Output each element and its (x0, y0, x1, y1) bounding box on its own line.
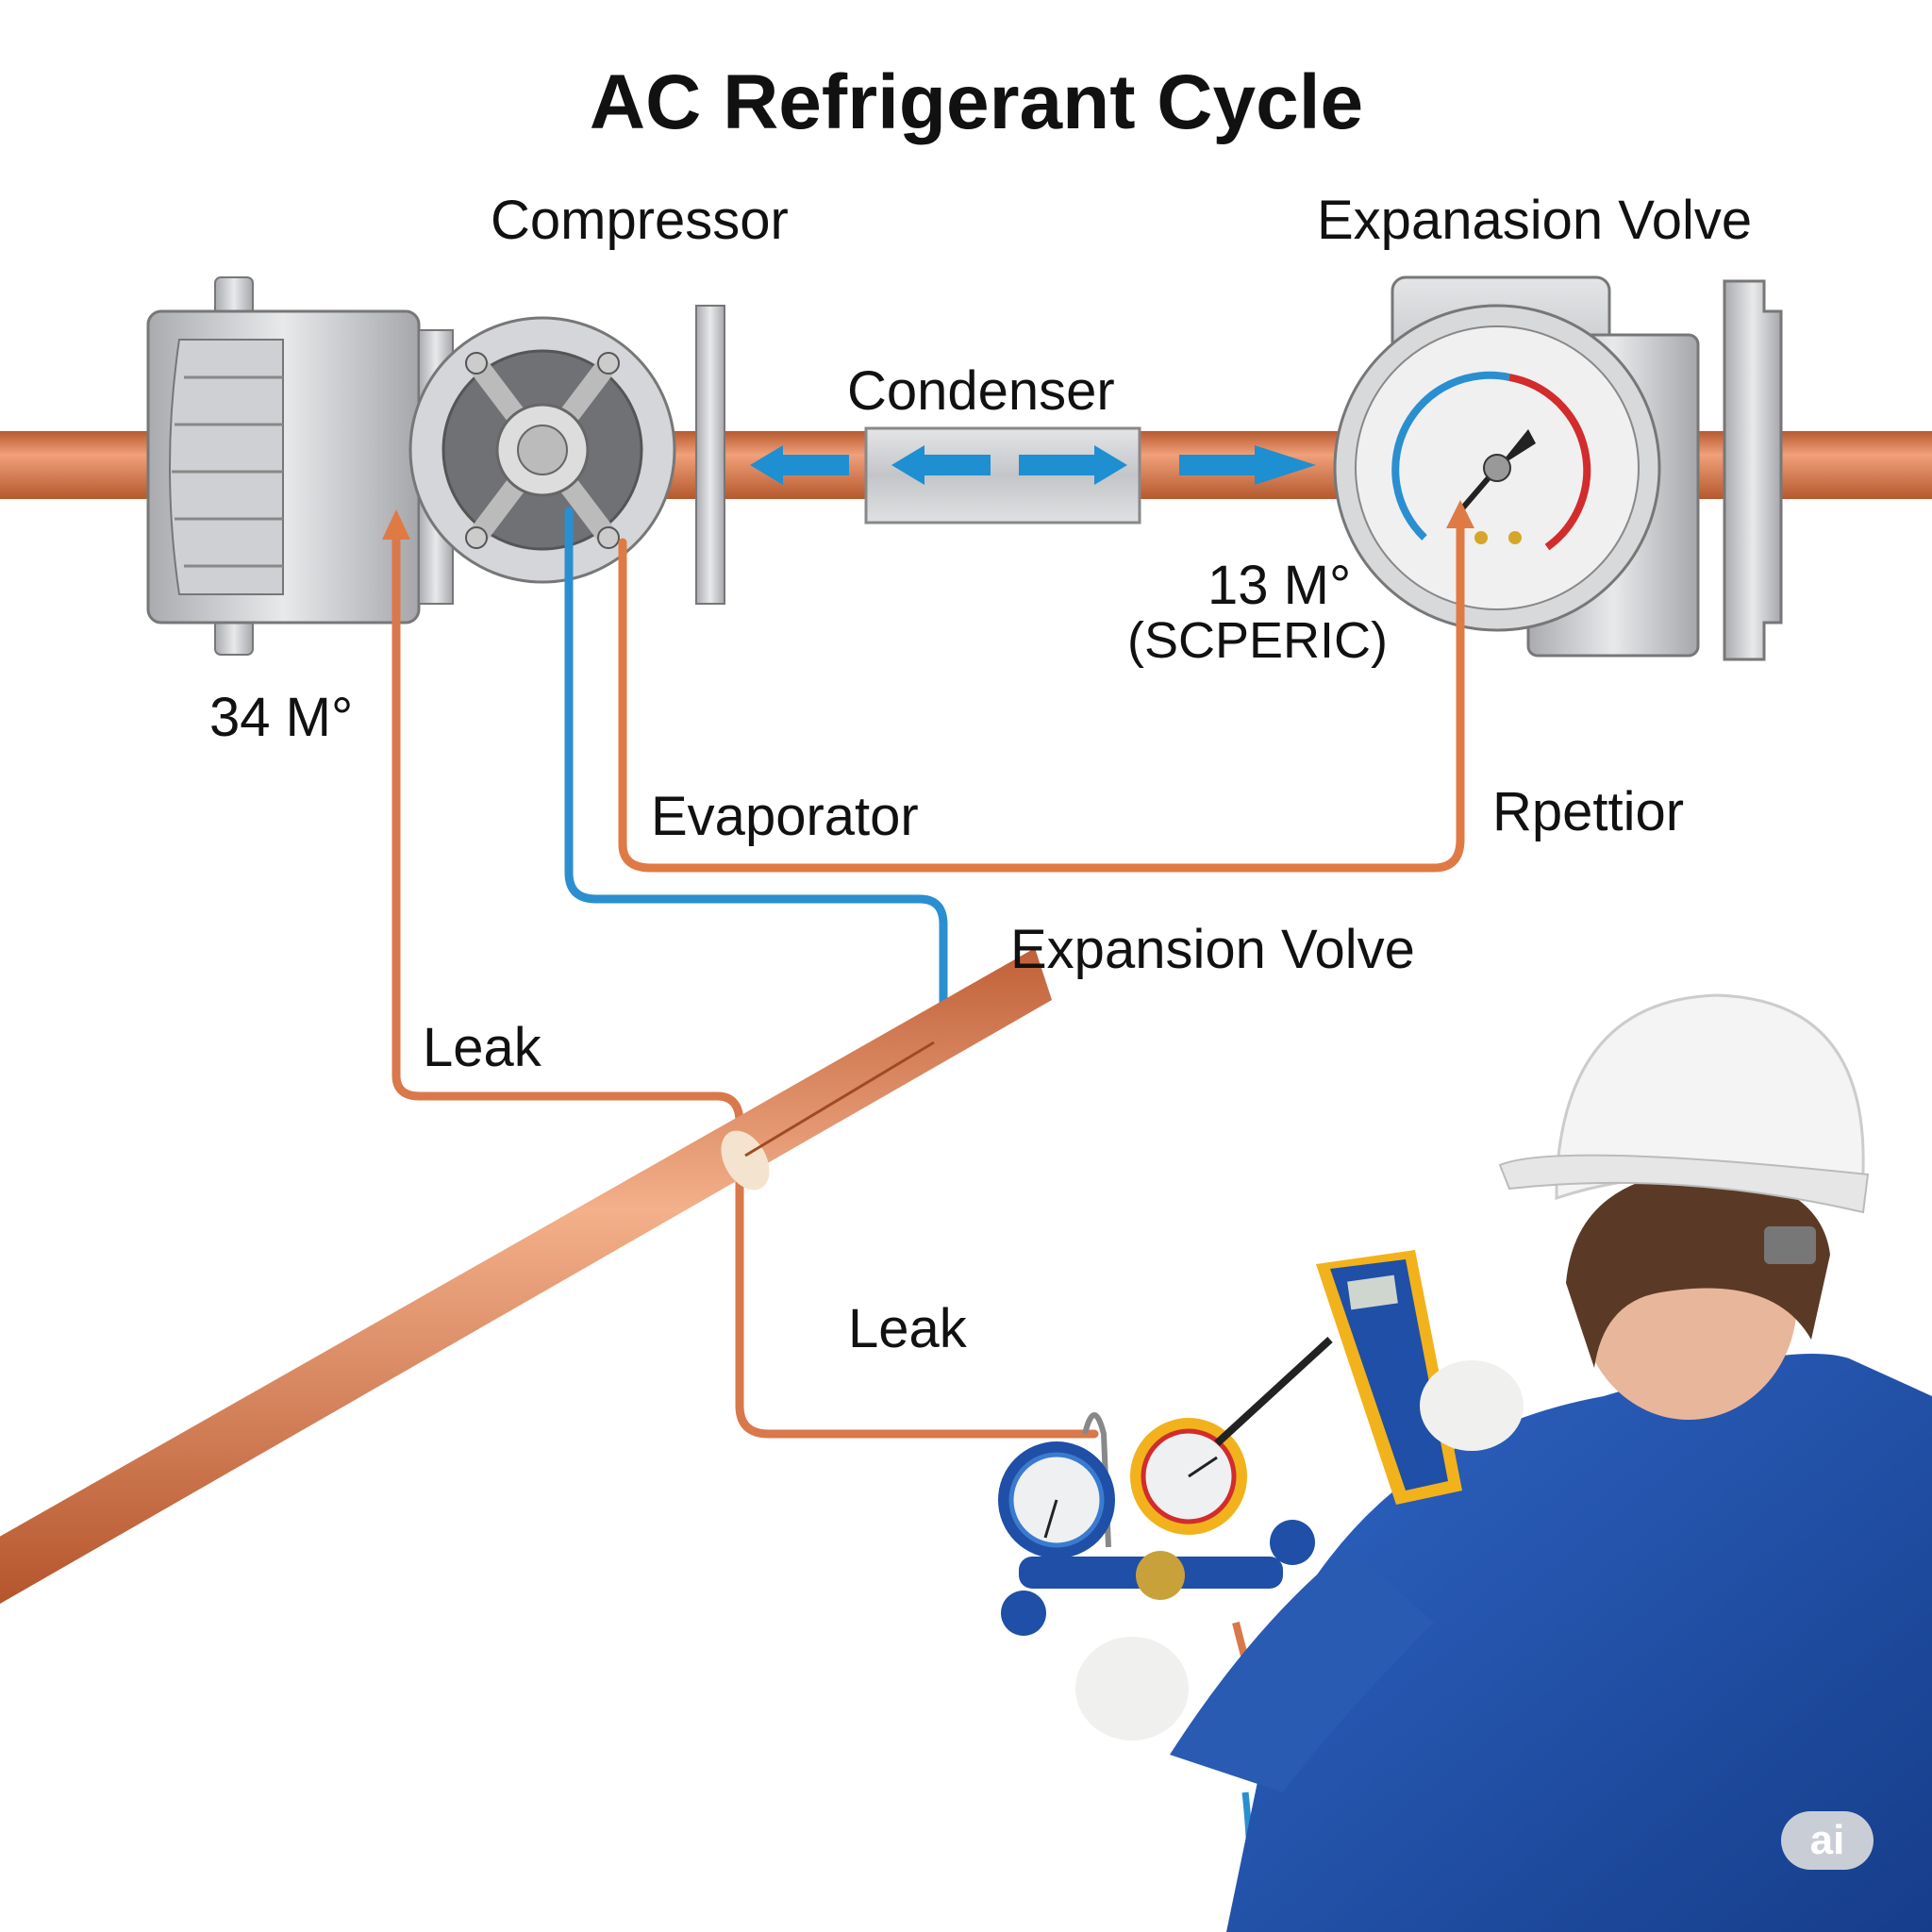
manifold-gauges (998, 1412, 1315, 1932)
label-expansion-valve-top: Expanasion Volve (1317, 190, 1753, 251)
expansion-valve (1333, 275, 1783, 661)
glove-right (1420, 1360, 1524, 1451)
arrow-left-up (382, 509, 410, 540)
technician (1075, 993, 1932, 1932)
label-evaporator: Evaporator (651, 786, 919, 847)
label-condenser: Condenser (847, 360, 1115, 422)
glove-left (1075, 1637, 1189, 1740)
arrow-right-up (1446, 500, 1474, 528)
blue-line (564, 507, 948, 1057)
label-compressor: Compressor (491, 190, 789, 251)
compressor (146, 276, 725, 656)
page-title: AC Refrigerant Cycle (589, 59, 1364, 145)
label-rpettior: Rpettior (1492, 781, 1685, 842)
flow-arrows (750, 445, 1316, 485)
label-reading-right: 13 M° (1208, 555, 1352, 616)
ai-badge: ai (1781, 1811, 1874, 1870)
leaking-pipe (0, 948, 1052, 1604)
label-reading-right-sub: (SCPERIC) (1127, 612, 1389, 669)
suction-line (391, 524, 1099, 1439)
label-leak-1: Leak (423, 1017, 541, 1078)
liquid-line (618, 524, 1465, 873)
label-reading-left: 34 M° (209, 687, 354, 748)
label-expansion-valve-mid: Expansion Volve (1010, 919, 1415, 980)
label-leak-2: Leak (848, 1298, 967, 1359)
leak-detector (1214, 1250, 1462, 1505)
